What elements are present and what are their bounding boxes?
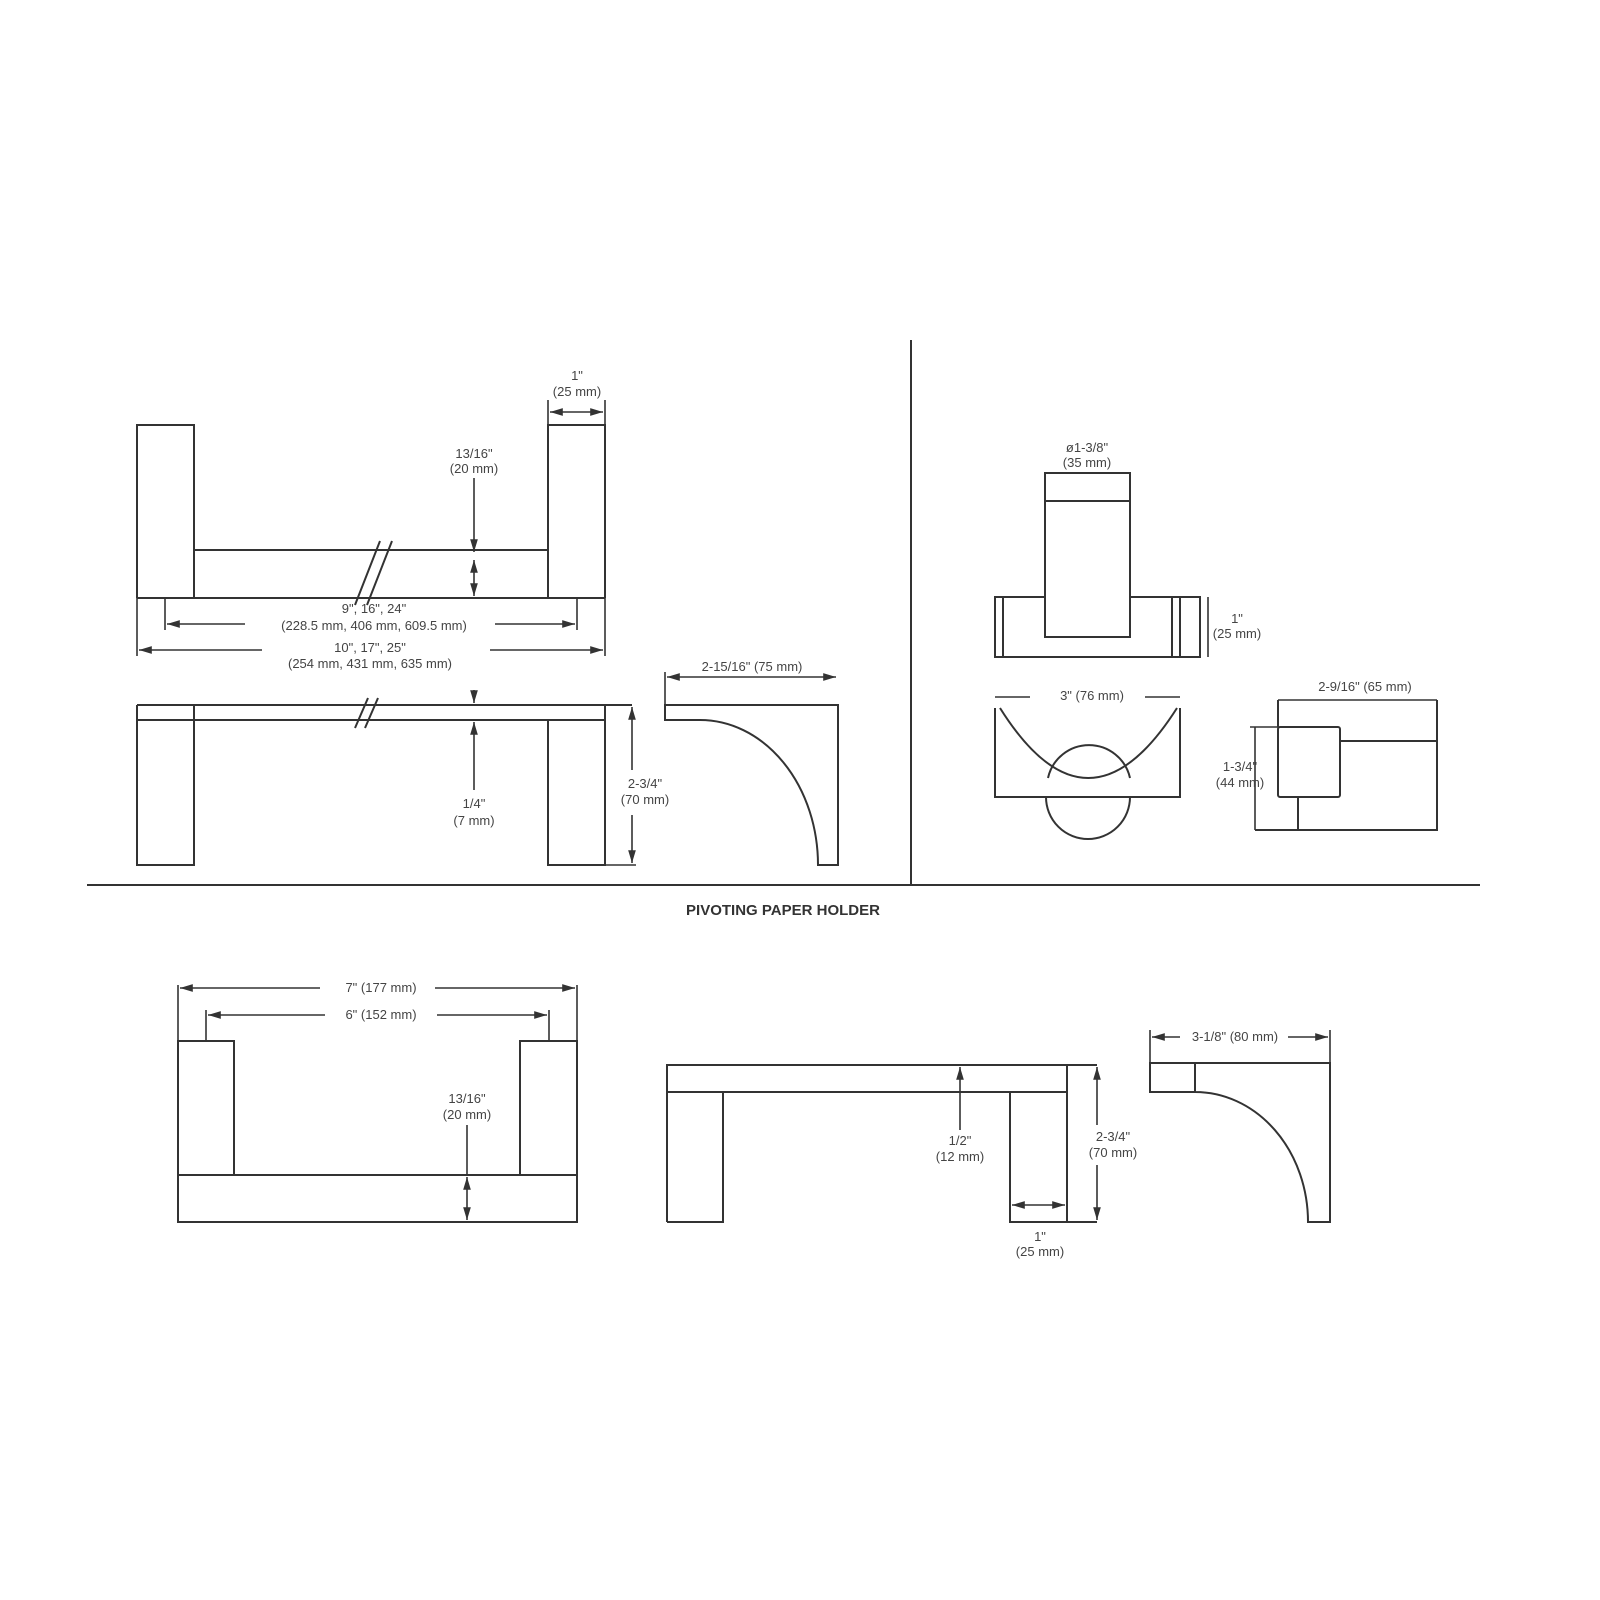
base-height-mm-label: (25 mm) — [1213, 626, 1261, 641]
diameter-mm-label: (35 mm) — [1063, 455, 1111, 470]
bar-thickness-mm-label: (7 mm) — [453, 813, 494, 828]
projection-height-mm-label: (70 mm) — [621, 792, 669, 807]
bar-thickness-mm-label: (12 mm) — [936, 1149, 984, 1164]
towel-bar-side-profile: 2-15/16" (75 mm) — [664, 659, 839, 866]
section-title: PIVOTING PAPER HOLDER — [686, 902, 880, 919]
width-label: 3" (76 mm) — [1060, 688, 1124, 703]
bar-height-mm-label: (20 mm) — [443, 1107, 491, 1122]
projection-height-label: 2-3/4" — [1096, 1129, 1131, 1144]
robe-hook-front-view: ø1-3/8" (35 mm) 1" (25 mm) — [994, 440, 1261, 658]
profile-depth-label: 2-15/16" (75 mm) — [702, 659, 803, 674]
center-length-mm-label: (228.5 mm, 406 mm, 609.5 mm) — [281, 618, 467, 633]
overall-length-label: 10", 17", 25" — [334, 640, 406, 655]
profile-depth-label: 3-1/8" (80 mm) — [1192, 1029, 1278, 1044]
paper-holder-side-profile: 3-1/8" (80 mm) — [1149, 1029, 1331, 1223]
bar-height-mm-label: (20 mm) — [450, 461, 498, 476]
post-width-label: 1" — [1034, 1229, 1046, 1244]
projection-height-mm-label: (70 mm) — [1089, 1145, 1137, 1160]
projection-height-label: 2-3/4" — [628, 776, 663, 791]
bar-height-label: 13/16" — [455, 446, 493, 461]
bar-thickness-label: 1/2" — [949, 1133, 972, 1148]
center-length-label: 9", 16", 24" — [342, 601, 407, 616]
base-height-label: 1" — [1231, 611, 1243, 626]
diameter-label: ø1-3/8" — [1066, 440, 1109, 455]
robe-hook-bottom-view: 3" (76 mm) — [994, 688, 1181, 840]
paper-holder-front-view: 7" (177 mm) 6" (152 mm) 13/16" (20 mm) — [177, 980, 578, 1223]
post-width-mm-label: (25 mm) — [1016, 1244, 1064, 1259]
paper-holder-side-view: 1/2" (12 mm) 2-3/4" (70 mm) 1" (25 mm) — [666, 1064, 1137, 1259]
height-label: 1-3/4" — [1223, 759, 1258, 774]
overall-length-mm-label: (254 mm, 431 mm, 635 mm) — [288, 656, 452, 671]
height-mm-label: (44 mm) — [1216, 775, 1264, 790]
robe-hook-side-view: 2-9/16" (65 mm) 1-3/4" (44 mm) — [1216, 679, 1438, 831]
towel-bar-top-view: 1/4" (7 mm) 2-3/4" (70 mm) — [136, 690, 669, 866]
projection-label: 2-9/16" (65 mm) — [1318, 679, 1411, 694]
center-width-label: 6" (152 mm) — [345, 1007, 416, 1022]
post-width-label: 1" — [571, 368, 583, 383]
towel-bar-front-view: 1" (25 mm) 13/16" (20 mm) 9", 16", 24" (… — [136, 368, 606, 671]
post-width-mm-label: (25 mm) — [553, 384, 601, 399]
bar-thickness-label: 1/4" — [463, 796, 486, 811]
overall-width-label: 7" (177 mm) — [345, 980, 416, 995]
bar-height-label: 13/16" — [448, 1091, 486, 1106]
